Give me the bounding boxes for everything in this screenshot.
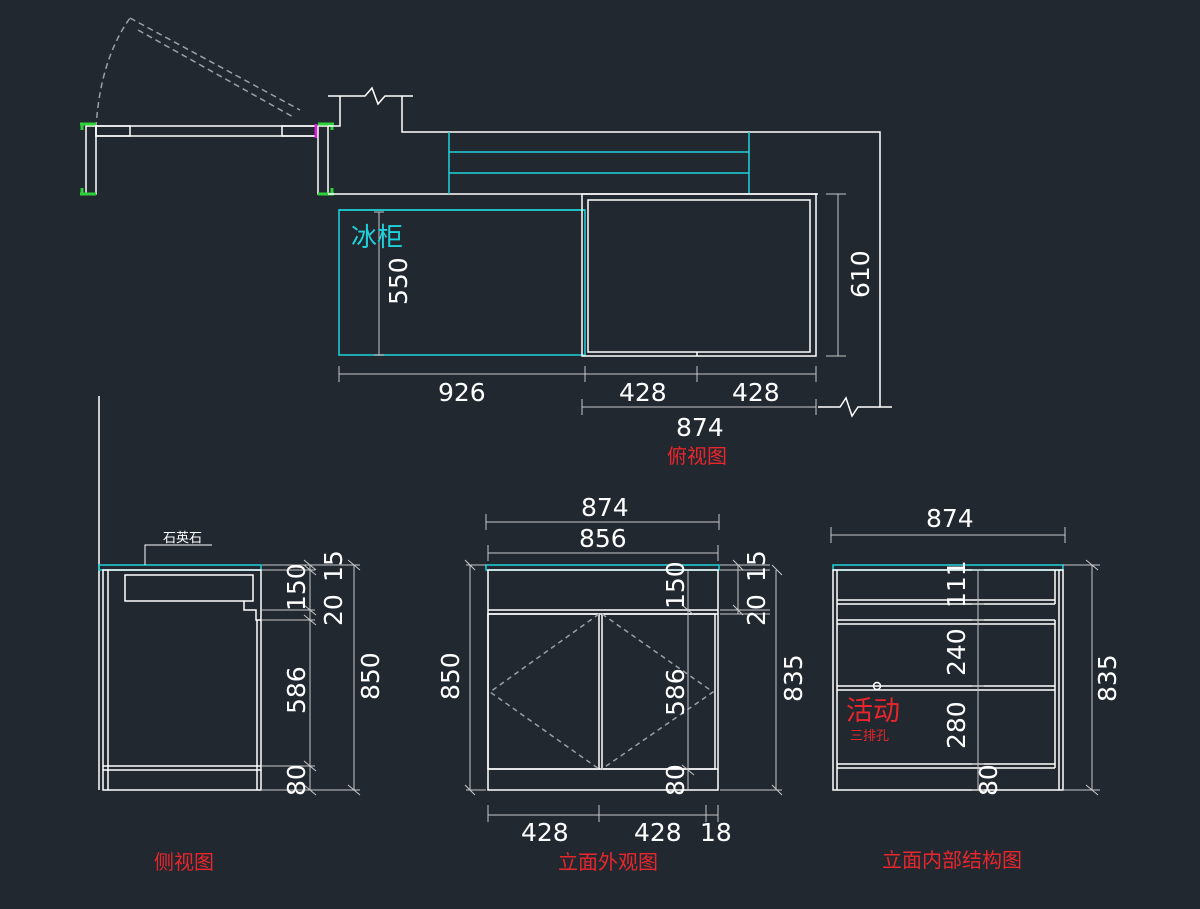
front-dim-lines <box>464 514 783 822</box>
dim-874: 874 <box>676 413 724 442</box>
side-dim-80: 80 <box>282 764 311 796</box>
cabinet-inner <box>587 199 811 353</box>
front-dim-850: 850 <box>436 652 465 700</box>
front-dim-80: 80 <box>661 764 690 796</box>
front-door-left <box>487 613 600 770</box>
front-dim-20: 20 <box>742 594 771 626</box>
shelf-pin <box>872 681 882 691</box>
door-handle-right <box>281 125 317 137</box>
top-view <box>80 17 892 418</box>
front-dim-874: 874 <box>581 493 629 522</box>
fridge-label: 冰柜 <box>351 223 403 253</box>
front-dim-428b: 428 <box>634 818 682 847</box>
countertop-shelves <box>448 132 750 194</box>
side-view <box>98 396 361 796</box>
front-view <box>464 514 783 822</box>
inner-dim-874: 874 <box>926 504 974 533</box>
door-swing-arc <box>95 17 131 129</box>
wall-break-bottom <box>818 396 880 418</box>
side-dim-586: 586 <box>282 666 311 714</box>
inner-body <box>832 569 1064 791</box>
side-dim-850: 850 <box>356 652 385 700</box>
side-dim-15: 15 <box>319 550 348 582</box>
front-dim-428a: 428 <box>521 818 569 847</box>
top-view-title: 俯视图 <box>667 444 727 468</box>
door-handle-left <box>95 125 131 137</box>
front-view-title: 立面外观图 <box>558 850 658 874</box>
side-dim-lines <box>262 559 361 796</box>
front-dim-835: 835 <box>779 654 808 702</box>
inner-view <box>830 527 1100 796</box>
door-frame-left-green <box>80 122 96 196</box>
material-label: 石英石 <box>163 531 202 546</box>
dim-926: 926 <box>438 378 486 407</box>
front-dim-150: 150 <box>661 561 690 609</box>
front-dim-586: 586 <box>661 668 690 716</box>
inner-dim-80: 80 <box>974 764 1003 796</box>
dim-610: 610 <box>846 250 875 298</box>
side-view-title: 侧视图 <box>154 850 214 874</box>
door-open-dashes <box>488 613 715 770</box>
door-frame-left <box>85 125 97 195</box>
holes-label: 三排孔 <box>850 729 889 744</box>
front-dim-856: 856 <box>579 524 627 553</box>
door-frame-right <box>317 125 329 195</box>
material-leader <box>144 544 212 565</box>
side-dim-150: 150 <box>282 563 311 611</box>
door-leaf-open <box>129 17 301 119</box>
inner-dim-835: 835 <box>1093 654 1122 702</box>
inner-view-title: 立面内部结构图 <box>882 848 1022 872</box>
dim-row-2 <box>581 399 817 415</box>
wall-outline <box>328 86 892 408</box>
front-dim-18: 18 <box>700 818 732 847</box>
side-dim-20: 20 <box>319 594 348 626</box>
door-leaf <box>95 125 317 137</box>
front-dim-15: 15 <box>742 550 771 582</box>
inner-dim-280: 280 <box>942 701 971 749</box>
dim-428a: 428 <box>619 378 667 407</box>
dim-row-1 <box>338 366 817 382</box>
front-door-right <box>601 613 716 770</box>
dim-550: 550 <box>384 257 413 305</box>
inner-dim-240: 240 <box>942 628 971 676</box>
movable-label: 活动 <box>846 696 900 727</box>
inner-dim-111: 111 <box>942 560 971 608</box>
side-body <box>102 569 262 791</box>
dim-428b: 428 <box>732 378 780 407</box>
dim-550-line <box>374 211 384 356</box>
dim-610-line <box>826 193 846 357</box>
inner-dim-lines <box>830 527 1100 796</box>
cabinet-outline <box>581 193 817 357</box>
side-drawer <box>124 574 254 602</box>
